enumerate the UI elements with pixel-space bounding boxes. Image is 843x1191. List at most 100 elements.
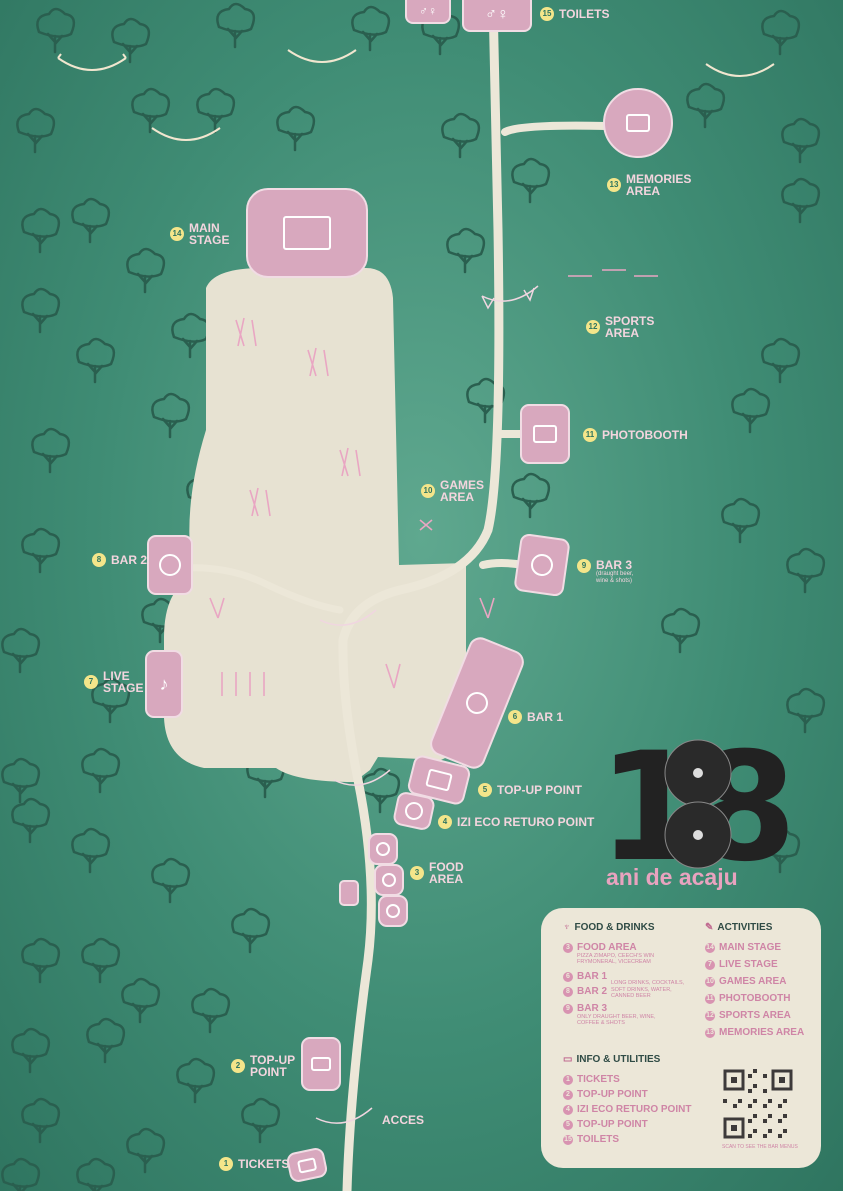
pin-label: MEMORIES — [626, 172, 692, 186]
food-box-icecream[interactable] — [378, 895, 408, 927]
toilet-small-box[interactable]: ♂♀ — [405, 0, 451, 24]
qr-code-icon[interactable] — [723, 1069, 793, 1139]
food-box-drink[interactable] — [339, 880, 359, 906]
tree-icon — [21, 1097, 61, 1144]
tree-icon — [351, 5, 391, 52]
tree-icon — [761, 827, 801, 874]
legend-desc: ONLY DRAUGHT BEER, WINE, — [577, 1014, 656, 1020]
beer-icon — [529, 552, 555, 578]
pin-label: TICKETS — [238, 1157, 290, 1171]
tree-icon — [781, 117, 821, 164]
tree-icon — [21, 207, 61, 254]
tree-icon — [81, 937, 121, 984]
bar2-box[interactable] — [147, 535, 193, 595]
pin-acces: ACCES — [382, 1114, 424, 1126]
pin-label: FOOD — [429, 860, 464, 874]
tree-icon — [131, 87, 171, 134]
tree-icon — [1, 627, 41, 674]
pin-number: 5 — [478, 783, 492, 797]
legend-label: SPORTS AREA — [719, 1010, 791, 1021]
cash-icon — [311, 1057, 331, 1071]
legend-label: TOILETS — [577, 1134, 620, 1145]
legend-number: 10 — [705, 977, 715, 987]
pin-number: 8 — [92, 553, 106, 567]
legend-label: BAR 2 — [577, 986, 608, 997]
pin-label: PHOTOBOOTH — [602, 428, 688, 442]
legend-label: TOP-UP POINT — [577, 1119, 648, 1130]
tree-icon — [16, 107, 56, 154]
tree-icon — [126, 247, 166, 294]
legend-number: 15 — [563, 1135, 573, 1145]
tree-icon — [196, 87, 236, 134]
dancers-icon — [235, 317, 257, 347]
tree-icon — [11, 797, 51, 844]
photo-icon — [626, 114, 650, 132]
tree-icon — [786, 547, 826, 594]
tree-icon — [71, 827, 111, 874]
memories-area-box[interactable] — [603, 88, 673, 158]
legend-number: 7 — [705, 960, 715, 970]
legend-number: 5 — [563, 1120, 573, 1130]
photobooth-box[interactable] — [520, 404, 570, 464]
dancers-icon — [249, 487, 271, 517]
footpaths — [182, 0, 611, 1191]
legend-number: 11 — [705, 994, 715, 1004]
food-box-pizza[interactable] — [368, 833, 398, 865]
tree-icon — [761, 9, 801, 56]
pin-label: LIVE — [103, 669, 130, 683]
legend-info-heading: ▭INFO & UTILITIES — [563, 1054, 660, 1065]
pin-label-2: POINT — [250, 1065, 287, 1079]
tree-icon — [171, 312, 211, 359]
drink-icon — [462, 688, 492, 718]
legend-number: 12 — [705, 1011, 715, 1021]
legend-desc: COFFEE & SHOTS — [577, 1020, 625, 1026]
dancers-icon — [307, 347, 329, 377]
flag-bunting-icons — [315, 285, 539, 1124]
bar3-box[interactable] — [513, 532, 571, 598]
tree-icon — [21, 937, 61, 984]
legend-activities-heading: ✎ACTIVITIES — [705, 922, 772, 933]
toilet-box[interactable]: ♂♀ — [462, 0, 532, 32]
legend-label: MAIN STAGE — [719, 942, 782, 953]
toilet-icon: ♂♀ — [419, 4, 437, 18]
tree-icon — [781, 177, 821, 224]
legend-desc: FRYMONERAL, VICECREAM — [577, 959, 651, 965]
pin-label: GAMES — [440, 478, 485, 492]
tree-icon — [786, 687, 826, 734]
pin-number: 4 — [438, 815, 452, 829]
pin-sublabel: (draught beer, — [596, 571, 634, 577]
tree-icon — [661, 607, 701, 654]
pin-number: 12 — [586, 320, 600, 334]
pin-label: IZI ECO RETURO POINT — [457, 815, 595, 829]
topup-point-box-2[interactable] — [301, 1037, 341, 1091]
flag-bunting-icon — [481, 285, 539, 310]
yoga-icon — [568, 269, 658, 277]
pin-label: BAR 3 — [596, 558, 633, 572]
pin-label: ACCES — [382, 1113, 425, 1127]
pin-label: TOP-UP POINT — [497, 783, 582, 797]
pin-number: 7 — [84, 675, 98, 689]
tree-icon — [1, 757, 41, 804]
tree-icon — [81, 747, 121, 794]
pin-number: 3 — [410, 866, 424, 880]
pin-label-2: STAGE — [189, 233, 230, 247]
legend-label: MEMORIES AREA — [719, 1027, 805, 1038]
live-stage-box[interactable]: ♪ — [145, 650, 183, 718]
photo-icon — [533, 425, 557, 443]
food-box-burger[interactable] — [374, 864, 404, 896]
main-stage-box[interactable] — [246, 188, 368, 278]
legend-heading-text: ACTIVITIES — [717, 922, 773, 933]
